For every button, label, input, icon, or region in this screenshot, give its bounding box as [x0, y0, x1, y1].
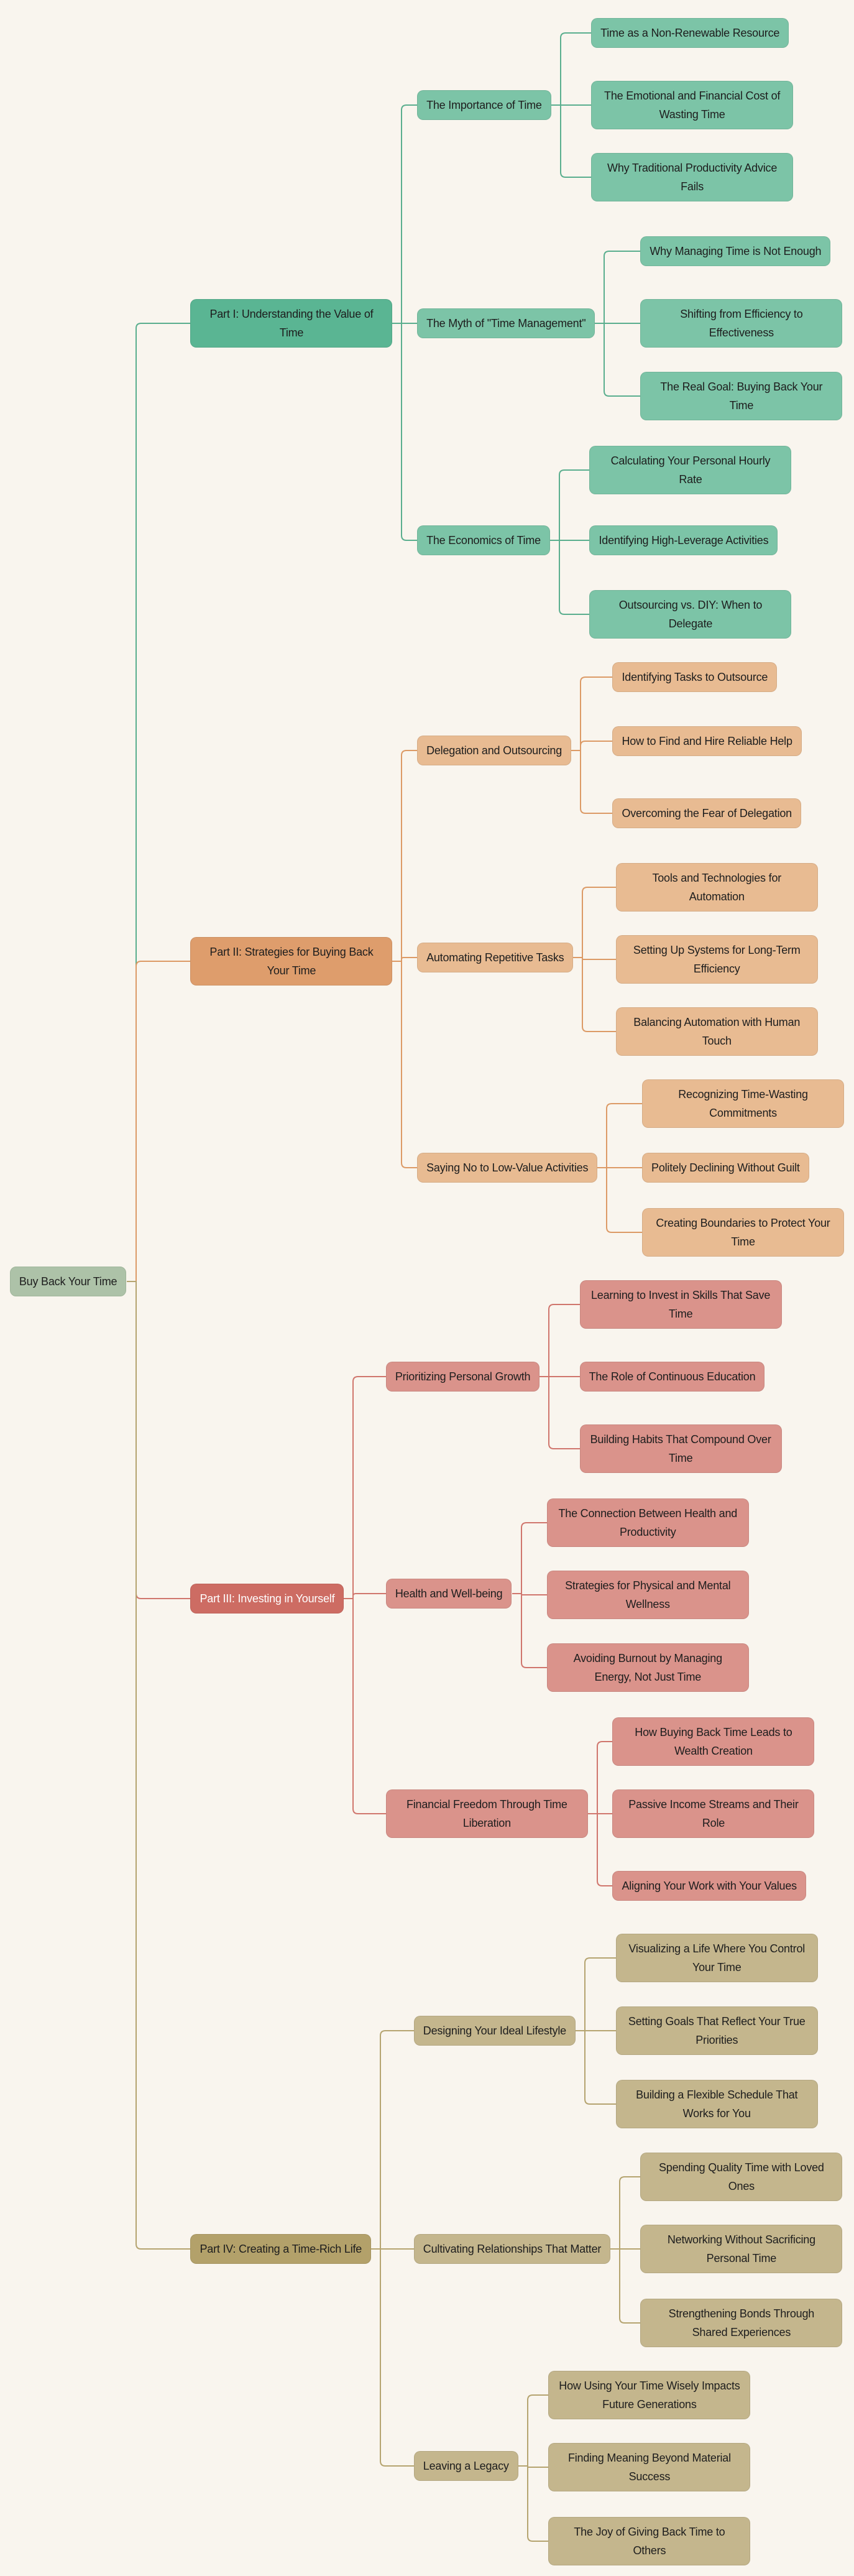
connector: [550, 469, 589, 541]
connector: [551, 104, 591, 178]
root-node[interactable]: Buy Back Your Time: [9, 1266, 127, 1296]
connector: [371, 2030, 414, 2250]
connector: [597, 1167, 642, 1233]
connector: [588, 1813, 612, 1886]
part-node[interactable]: Part III: Investing in Yourself: [190, 1583, 344, 1613]
leaf-node[interactable]: Strengthening Bonds Through Shared Exper…: [640, 2298, 843, 2347]
leaf-node[interactable]: Outsourcing vs. DIY: When to Delegate: [589, 590, 792, 639]
leaf-node[interactable]: Identifying Tasks to Outsource: [612, 662, 778, 692]
connector: [344, 1376, 386, 1599]
leaf-node[interactable]: The Emotional and Financial Cost of Wast…: [591, 81, 794, 130]
leaf-node[interactable]: Avoiding Burnout by Managing Energy, Not…: [546, 1643, 749, 1692]
leaf-node[interactable]: Overcoming the Fear of Delegation: [612, 798, 801, 828]
connector: [588, 1741, 612, 1814]
leaf-node[interactable]: Networking Without Sacrificing Personal …: [640, 2224, 843, 2273]
leaf-node[interactable]: Politely Declining Without Guilt: [642, 1153, 809, 1183]
leaf-node[interactable]: Balancing Automation with Human Touch: [615, 1007, 818, 1056]
connector: [571, 741, 612, 751]
leaf-node[interactable]: Setting Goals That Reflect Your True Pri…: [615, 2006, 818, 2055]
connector: [550, 540, 589, 615]
leaf-node[interactable]: The Real Goal: Buying Back Your Time: [640, 371, 843, 420]
connector: [573, 887, 616, 958]
leaf-node[interactable]: Visualizing a Life Where You Control You…: [615, 1934, 818, 1983]
section-node[interactable]: Delegation and Outsourcing: [417, 736, 572, 766]
connector: [571, 750, 612, 814]
connector: [576, 1957, 616, 2031]
section-node[interactable]: Designing Your Ideal Lifestyle: [413, 2015, 576, 2046]
leaf-node[interactable]: Why Managing Time is Not Enough: [640, 236, 831, 267]
leaf-node[interactable]: The Joy of Giving Back Time to Others: [548, 2517, 751, 2566]
leaf-node[interactable]: Passive Income Streams and Their Role: [612, 1789, 815, 1838]
connector: [512, 1593, 547, 1668]
part-node[interactable]: Part IV: Creating a Time-Rich Life: [190, 2233, 372, 2264]
section-node[interactable]: The Importance of Time: [417, 90, 551, 121]
connector: [392, 961, 417, 1168]
connector: [595, 251, 640, 324]
connector: [610, 2176, 640, 2250]
leaf-node[interactable]: How Using Your Time Wisely Impacts Futur…: [548, 2371, 751, 2420]
leaf-node[interactable]: Identifying High-Leverage Activities: [589, 525, 778, 556]
section-node[interactable]: Financial Freedom Through Time Liberatio…: [385, 1789, 588, 1838]
section-node[interactable]: Health and Well-being: [385, 1578, 512, 1609]
connector: [392, 323, 417, 541]
leaf-node[interactable]: Creating Boundaries to Protect Your Time: [642, 1207, 845, 1257]
part-node[interactable]: Part II: Strategies for Buying Back Your…: [190, 936, 393, 986]
leaf-node[interactable]: Building Habits That Compound Over Time: [579, 1424, 782, 1474]
leaf-node[interactable]: How to Find and Hire Reliable Help: [612, 726, 802, 756]
leaf-node[interactable]: Tools and Technologies for Automation: [615, 862, 818, 912]
section-node[interactable]: Cultivating Relationships That Matter: [413, 2233, 611, 2264]
connector: [551, 32, 591, 106]
connector: [392, 104, 417, 324]
connector: [573, 957, 616, 1032]
connector: [371, 2248, 414, 2467]
leaf-node[interactable]: Why Traditional Productivity Advice Fail…: [591, 153, 794, 202]
section-node[interactable]: The Myth of "Time Management": [417, 308, 595, 339]
leaf-node[interactable]: Spending Quality Time with Loved Ones: [640, 2152, 843, 2201]
connector: [344, 1598, 386, 1814]
section-node[interactable]: The Economics of Time: [417, 525, 550, 556]
connector: [127, 1281, 190, 2250]
section-node[interactable]: Leaving a Legacy: [413, 2450, 518, 2481]
leaf-node[interactable]: Recognizing Time-Wasting Commitments: [642, 1079, 845, 1129]
connector: [571, 676, 612, 751]
part-node[interactable]: Part I: Understanding the Value of Time: [190, 299, 393, 348]
leaf-node[interactable]: Calculating Your Personal Hourly Rate: [589, 445, 792, 494]
connector: [518, 2465, 548, 2542]
section-node[interactable]: Prioritizing Personal Growth: [385, 1361, 540, 1392]
leaf-node[interactable]: Strategies for Physical and Mental Welln…: [546, 1571, 749, 1620]
connector: [539, 1304, 580, 1377]
section-node[interactable]: Saying No to Low-Value Activities: [417, 1153, 598, 1183]
connector: [576, 2030, 616, 2105]
connector: [392, 957, 417, 962]
connector: [539, 1376, 580, 1449]
connector: [518, 2394, 548, 2467]
connector: [512, 1522, 547, 1594]
leaf-node[interactable]: Learning to Invest in Skills That Save T…: [579, 1280, 782, 1329]
leaf-node[interactable]: Shifting from Efficiency to Effectivenes…: [640, 299, 843, 348]
leaf-node[interactable]: How Buying Back Time Leads to Wealth Cre…: [612, 1717, 815, 1766]
leaf-node[interactable]: The Connection Between Health and Produc…: [546, 1498, 749, 1548]
connector: [595, 323, 640, 397]
leaf-node[interactable]: Setting Up Systems for Long-Term Efficie…: [615, 935, 818, 984]
leaf-node[interactable]: The Role of Continuous Education: [579, 1361, 765, 1392]
connector: [127, 961, 190, 1282]
section-node[interactable]: Automating Repetitive Tasks: [417, 943, 574, 973]
connector: [610, 2248, 640, 2324]
leaf-node[interactable]: Aligning Your Work with Your Values: [612, 1871, 806, 1901]
connector: [344, 1593, 386, 1599]
connector: [127, 323, 190, 1282]
leaf-node[interactable]: Building a Flexible Schedule That Works …: [615, 2080, 818, 2129]
leaf-node[interactable]: Time as a Non-Renewable Resource: [591, 17, 789, 48]
connector: [597, 1103, 642, 1168]
leaf-node[interactable]: Finding Meaning Beyond Material Success: [548, 2443, 751, 2492]
connector: [392, 750, 417, 962]
